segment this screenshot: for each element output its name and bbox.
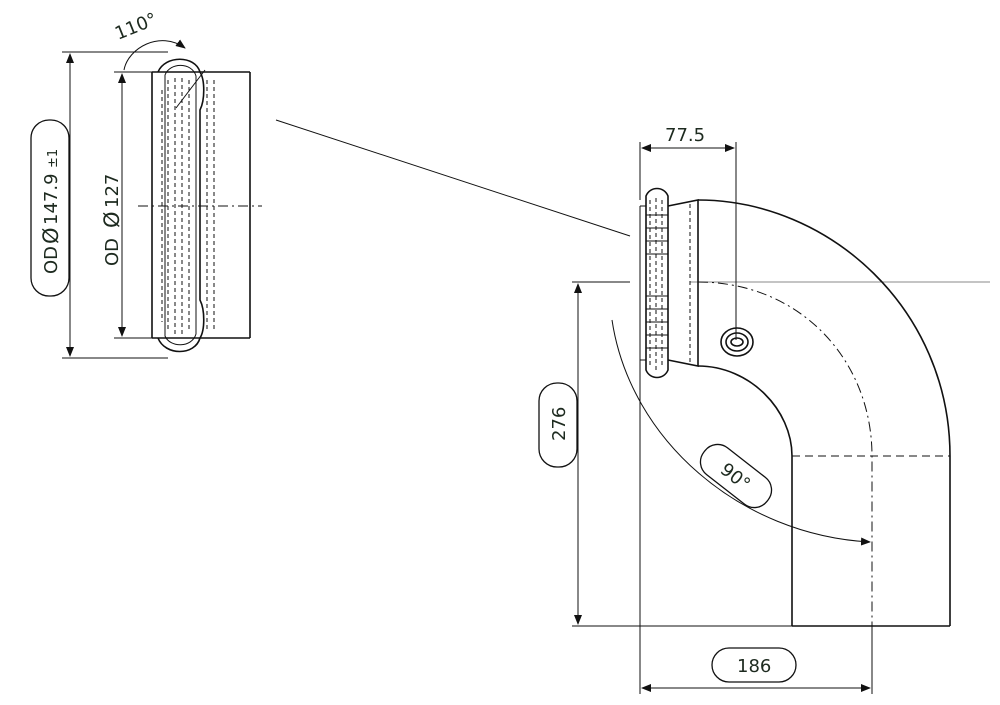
flare-angle-arc (123, 39, 186, 71)
od-outer-value: 147.9 (41, 173, 62, 225)
od-outer-callout-box (30, 119, 70, 297)
width-callout-box (711, 647, 797, 683)
width-label: 186 (737, 656, 771, 677)
detail-view: OD Ø 147.9 ±1 OD Ø 127 110° (30, 9, 262, 359)
height-callout-box (538, 382, 578, 468)
od-inner-symbol: Ø (100, 211, 124, 228)
od-outer-tolerance: ±1 (46, 149, 61, 168)
bend-angle-callout-box (699, 443, 773, 509)
od-outer-label: OD (41, 246, 62, 274)
elbow-flange (645, 187, 669, 379)
od-inner-label: OD (102, 238, 123, 266)
elbow-outer-arc (697, 199, 951, 626)
od-outer-symbol: Ø (39, 227, 63, 244)
od-inner-value: 127 (102, 174, 123, 208)
detail-leader-line (275, 119, 631, 237)
sensor-boss (720, 327, 754, 357)
detail-bead (157, 58, 205, 353)
elbow-center-arc (697, 281, 873, 626)
height-label: 276 (549, 407, 570, 441)
bend-angle-arc (611, 319, 871, 546)
main-view: 77.5 276 90° 186 (538, 125, 990, 694)
elbow-inner-arc (697, 365, 793, 626)
flare-angle-label: 110° (112, 9, 160, 45)
flange-offset-label: 77.5 (665, 125, 705, 146)
detail-pipe-outline (151, 71, 251, 339)
